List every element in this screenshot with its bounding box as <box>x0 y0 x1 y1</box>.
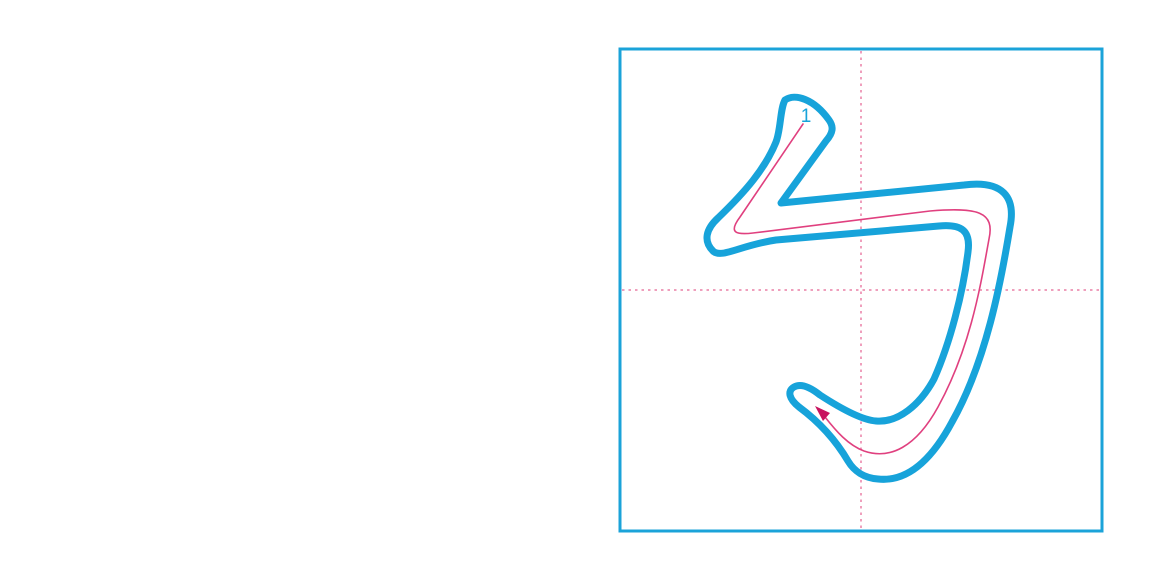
character-outline <box>703 93 1015 483</box>
grid-frame <box>618 47 1104 533</box>
character-canvas: 1 <box>618 47 1104 533</box>
stroke-number-label: 1 <box>801 106 812 127</box>
character-practice-box: 1 <box>618 47 1104 533</box>
stroke-direction-arrow <box>815 406 830 421</box>
stroke-order-path <box>733 123 991 455</box>
